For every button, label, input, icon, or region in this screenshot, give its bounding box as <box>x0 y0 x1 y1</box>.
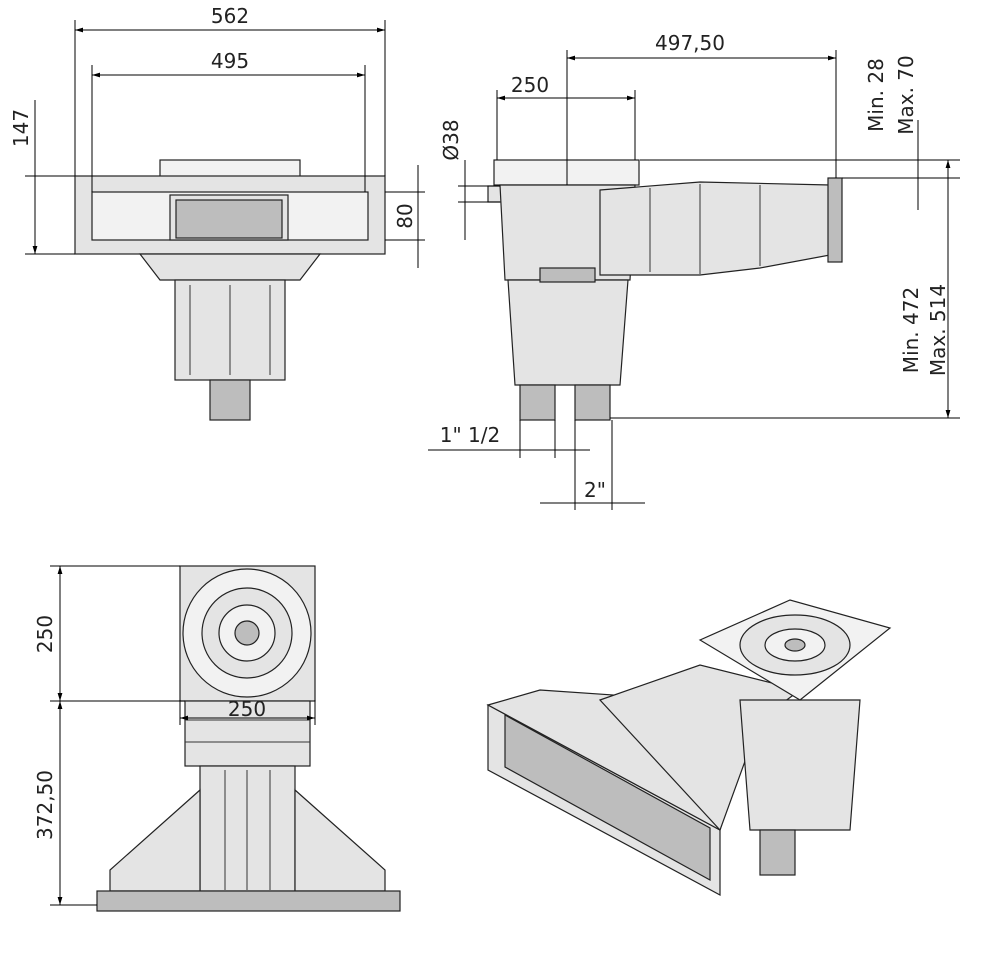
front-view: 562 495 147 80 <box>9 4 425 421</box>
dim-max-height: Max. 514 <box>926 284 950 376</box>
dim-outlet-large: 2" <box>584 478 606 502</box>
dim-body-diameter: 250 <box>511 73 549 97</box>
dim-max-offset: Max. 70 <box>894 55 918 135</box>
dim-pipe-diameter: Ø38 <box>439 119 463 160</box>
dim-height-mouth: 80 <box>393 203 417 228</box>
top-view: 250 250 372,50 <box>33 565 401 912</box>
dim-length: 497,50 <box>655 31 725 55</box>
dim-depth: 250 <box>33 615 57 653</box>
isometric-view <box>486 599 892 897</box>
side-view: 497,50 250 Ø38 Min. 28 Max. 70 Min. 472 … <box>428 31 960 510</box>
dim-width-inner: 495 <box>211 49 249 73</box>
dim-outlet-small: 1" 1/2 <box>440 423 500 447</box>
dim-extension: 372,50 <box>33 770 57 840</box>
dim-height-total: 147 <box>9 109 33 147</box>
dim-width-outer: 562 <box>211 4 249 28</box>
dim-width: 250 <box>228 697 266 721</box>
dim-min-offset: Min. 28 <box>864 58 888 132</box>
dim-min-height: Min. 472 <box>899 287 923 373</box>
